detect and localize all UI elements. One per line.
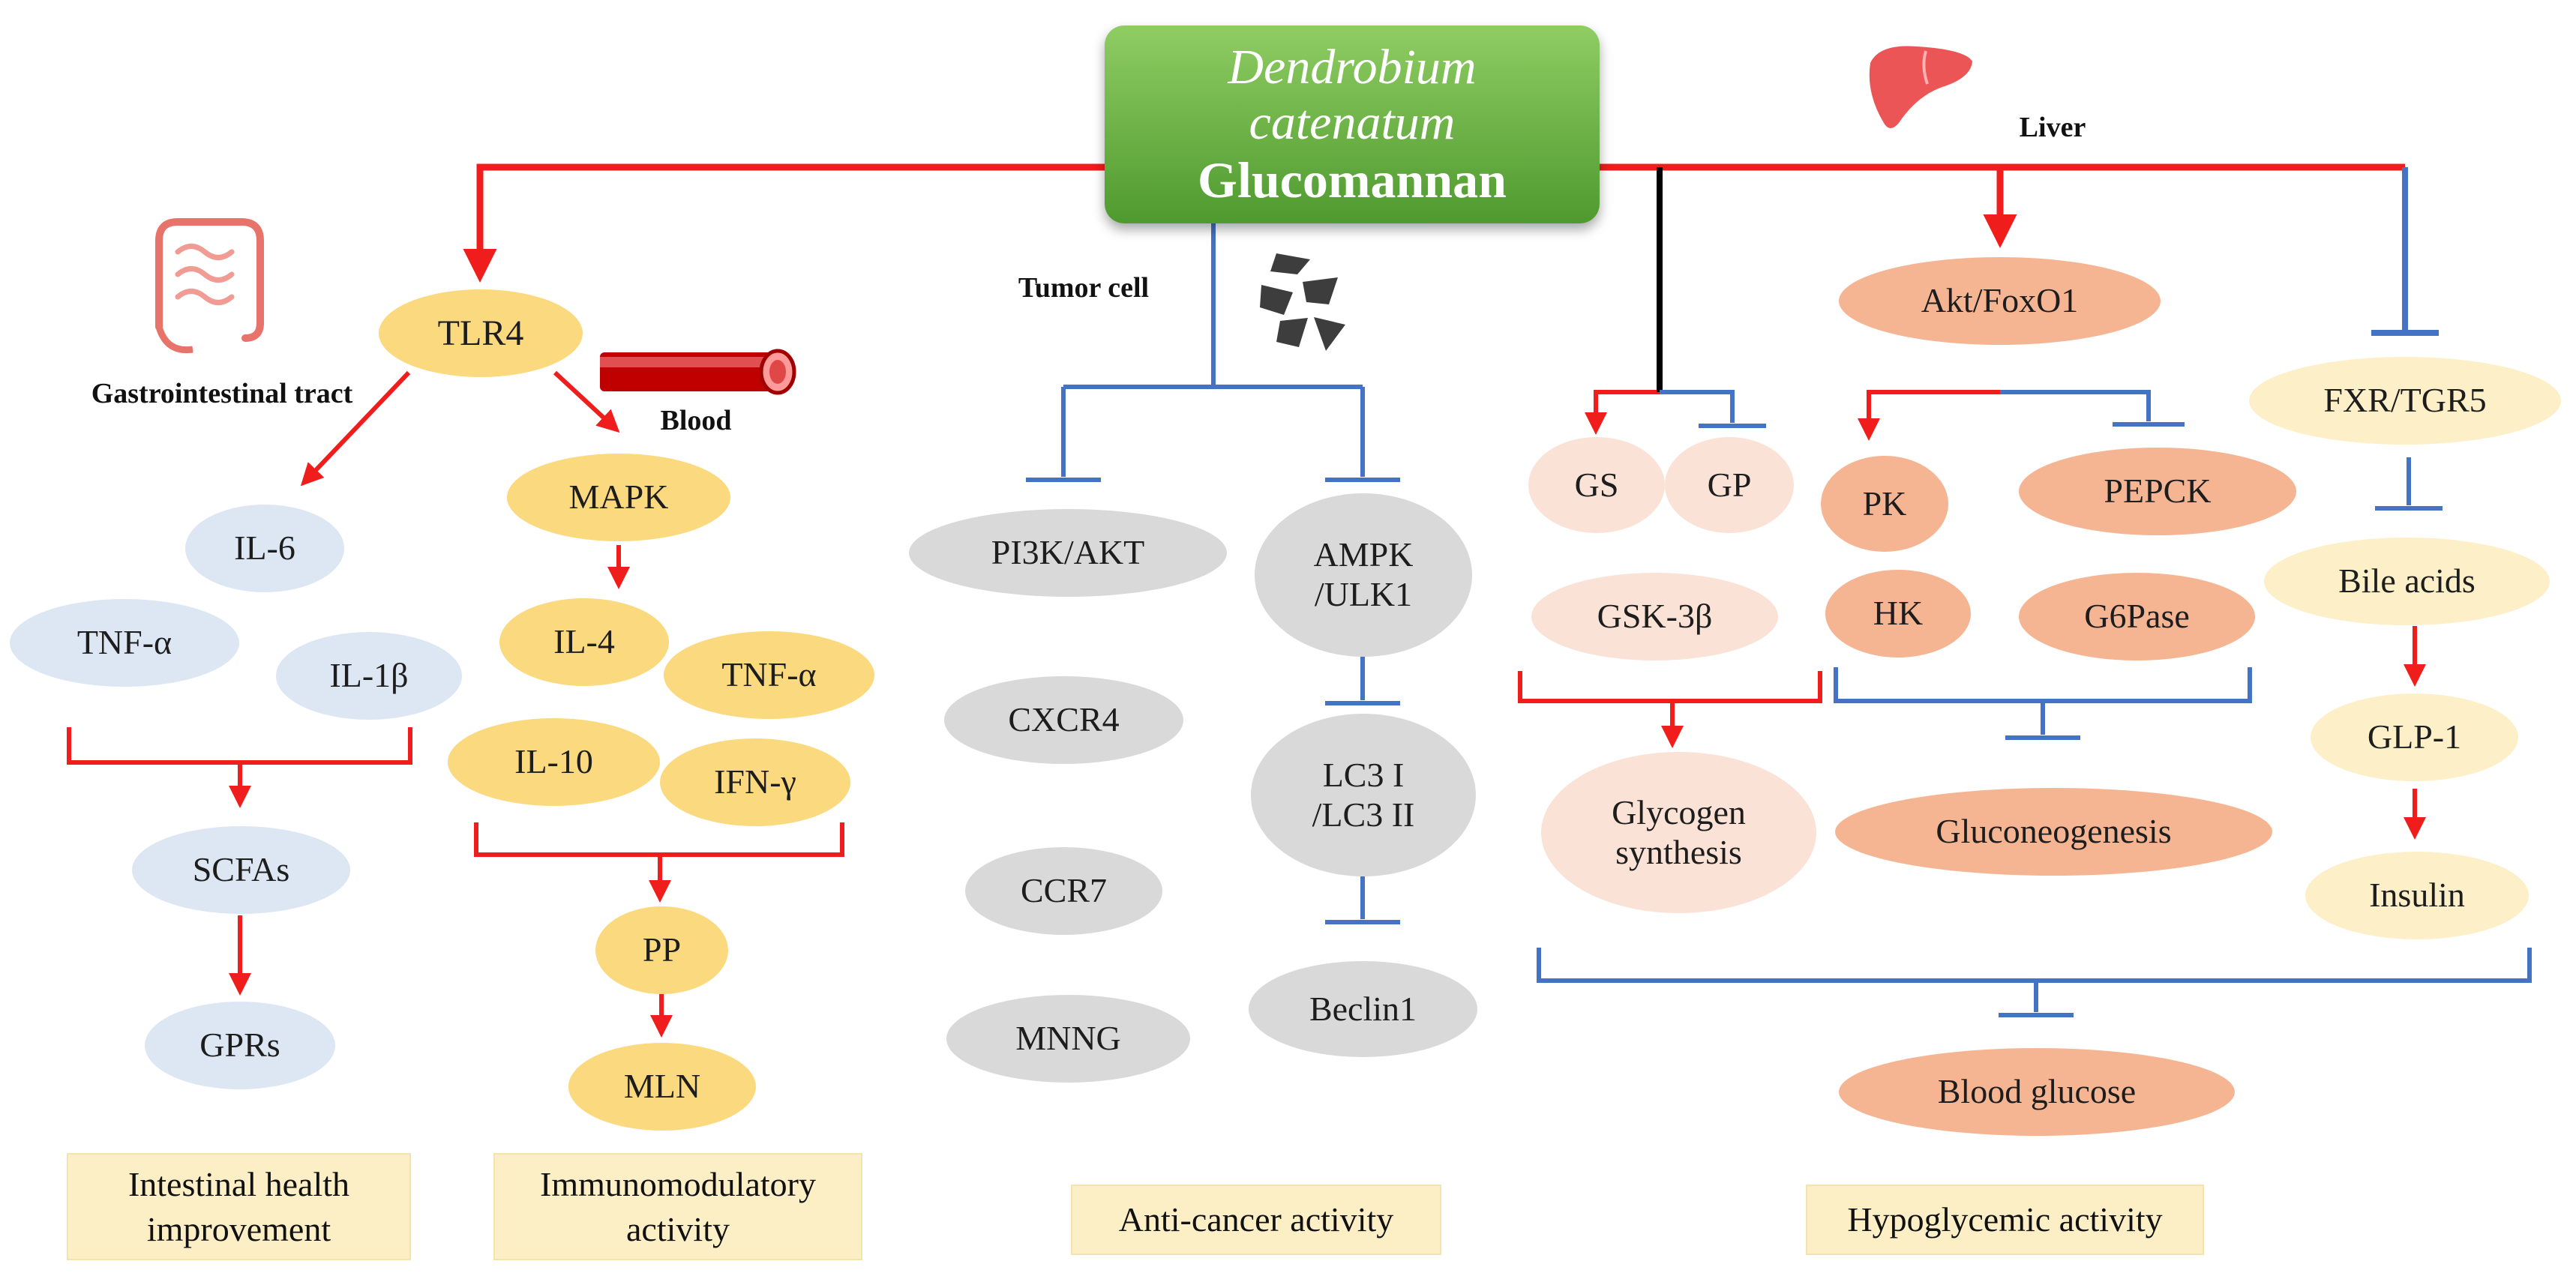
immuno-line-2: activity (626, 1209, 730, 1248)
anti-cancer-box: Anti-cancer activity (1071, 1185, 1441, 1255)
il6-node: IL-6 (185, 505, 344, 592)
akt-foxo1-node: Akt/FoxO1 (1839, 257, 2161, 345)
lc3-node: LC3 I /LC3 II (1251, 714, 1476, 876)
il4-node: IL-4 (499, 598, 669, 686)
cxcr4-node: CXCR4 (944, 676, 1183, 764)
mapk-node: MAPK (507, 454, 730, 541)
tnf-alpha-node-immune: TNF-α (664, 631, 874, 719)
lc3-line-1: LC3 I (1322, 755, 1405, 794)
tnf-alpha-node-intestinal: TNF-α (10, 599, 239, 687)
ampk-ulk1-node: AMPK /ULK1 (1255, 493, 1472, 657)
fxr-tgr5-node: FXR/TGR5 (2249, 357, 2561, 445)
tlr4-node: TLR4 (379, 289, 583, 377)
intestinal-line-1: Intestinal health (127, 1164, 350, 1203)
gastrointestinal-label: Gastrointestinal tract (91, 378, 353, 409)
gprs-node: GPRs (145, 1002, 335, 1089)
hypoglycemic-box: Hypoglycemic activity (1806, 1185, 2204, 1255)
immunomodulatory-box: Immunomodulatory activity (493, 1153, 862, 1260)
hk-node: HK (1825, 570, 1971, 657)
ampk-line-1: AMPK (1313, 535, 1414, 574)
dendrobium-glucomannan-box: Dendrobium catenatum Glucomannan (1105, 25, 1600, 223)
gsk3b-node: GSK-3β (1531, 573, 1778, 660)
gluconeogenesis-node: Gluconeogenesis (1835, 788, 2272, 876)
ampk-line-2: /ULK1 (1314, 575, 1413, 613)
bile-acids-node: Bile acids (2264, 538, 2550, 625)
pp-node: PP (595, 906, 728, 994)
tumor-cells-icon (1260, 253, 1345, 351)
glycogen-line-1: Glycogen (1612, 792, 1746, 831)
ifn-gamma-node: IFN-γ (660, 738, 850, 826)
insulin-node: Insulin (2305, 852, 2529, 939)
liver-icon (1869, 46, 1972, 128)
liver-label: Liver (2019, 112, 2086, 143)
immuno-line-1: Immunomodulatory (540, 1164, 816, 1203)
center-line-2: catenatum (1249, 94, 1456, 150)
lc3-line-2: /LC3 II (1312, 795, 1415, 834)
il10-node: IL-10 (448, 718, 660, 806)
blood-label: Blood (660, 405, 732, 436)
mnng-node: MNNG (946, 995, 1190, 1083)
glycogen-line-2: synthesis (1615, 832, 1742, 871)
beclin1-node: Beclin1 (1249, 961, 1477, 1057)
tumor-cell-label: Tumor cell (1018, 272, 1150, 304)
blood-glucose-node: Blood glucose (1839, 1048, 2235, 1136)
mln-node: MLN (568, 1043, 756, 1131)
intestine-icon (155, 218, 264, 354)
pi3k-akt-node: PI3K/AKT (909, 509, 1227, 597)
gs-node: GS (1528, 437, 1665, 533)
intestinal-health-box: Intestinal health improvement (67, 1153, 411, 1260)
glycogen-synthesis-node: Glycogen synthesis (1541, 752, 1816, 913)
center-line-3: Glucomannan (1198, 151, 1507, 208)
scfas-node: SCFAs (132, 826, 350, 914)
glp1-node: GLP-1 (2311, 693, 2518, 781)
pepck-node: PEPCK (2019, 448, 2296, 535)
intestinal-line-2: improvement (146, 1209, 331, 1248)
gp-node: GP (1665, 437, 1794, 533)
center-line-1: Dendrobium (1228, 40, 1477, 94)
blood-vessel-icon (600, 349, 796, 395)
pk-node: PK (1821, 456, 1948, 552)
ccr7-node: CCR7 (965, 847, 1162, 935)
g6pase-node: G6Pase (2019, 573, 2255, 660)
il1b-node: IL-1β (276, 632, 462, 720)
